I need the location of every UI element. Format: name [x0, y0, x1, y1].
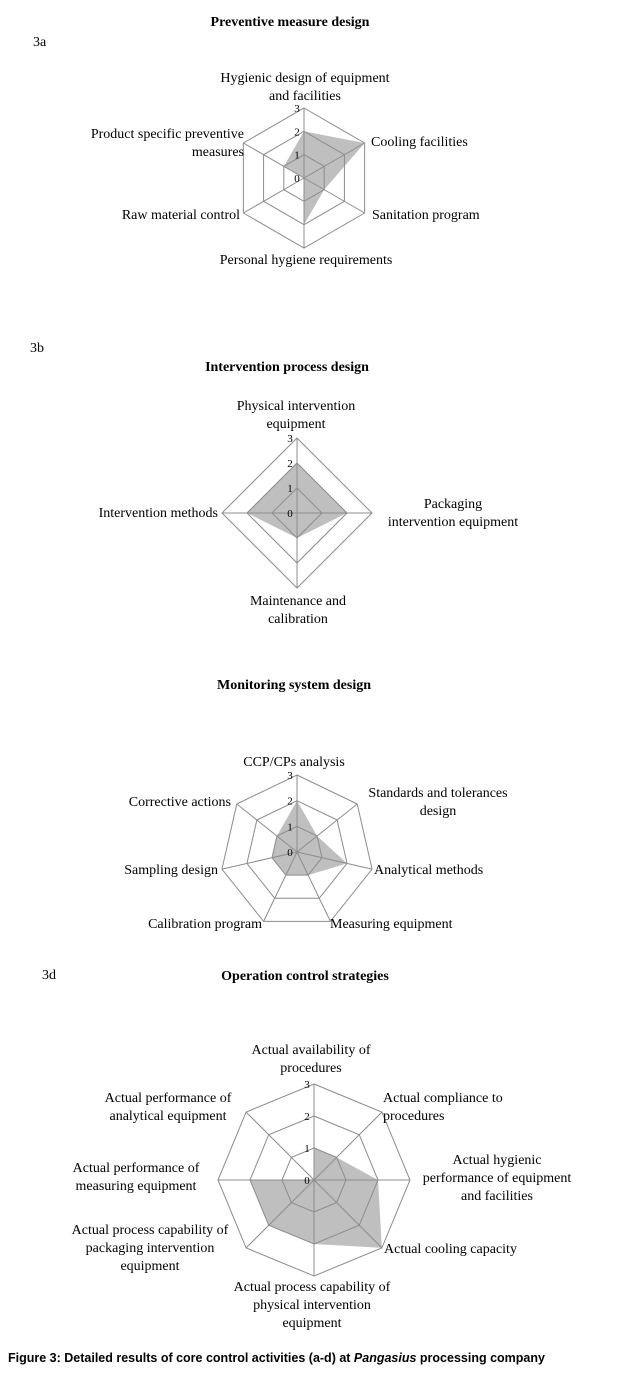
radar-spoke [245, 1179, 315, 1249]
radar-tick-label: 2 [287, 458, 293, 470]
radar-tick-label: 3 [287, 433, 293, 445]
caption-suffix: processing company [416, 1351, 545, 1365]
radar-axis-label: CCP/CPs analysis [243, 755, 345, 770]
radar-tick-label: 2 [304, 1111, 310, 1123]
chart-title: Preventive measure design [211, 15, 370, 30]
radar-axis-label: Raw material control [122, 208, 240, 223]
chart-title: Operation control strategies [221, 969, 389, 984]
radar-axis-label: Sampling design [124, 863, 218, 878]
panel-tag: 3a [33, 35, 47, 50]
radar-spoke [221, 851, 298, 870]
radar-spoke [236, 803, 298, 853]
radar-series-area [271, 800, 348, 876]
radar-grid-ring [246, 800, 348, 899]
radar-chart-4: 0 1 2 3 Operation control strategies 3dActual… [42, 968, 571, 1331]
radar-tick-label: 2 [287, 796, 293, 808]
radar-chart-2: 0 1 2 3 Intervention process design 3bPhysica… [30, 341, 518, 627]
radar-tick-label: 3 [287, 770, 293, 782]
chart-title: Monitoring system design [217, 678, 371, 693]
radar-axis-label: Calibration program [148, 917, 262, 932]
radar-axis-label: Cooling facilities [371, 135, 468, 150]
radar-spoke [313, 1111, 383, 1181]
radar-series-area [250, 1148, 382, 1248]
radar-spoke [245, 1111, 315, 1181]
radar-spoke [263, 851, 298, 922]
figure-caption: Figure 3: Detailed results of core contr… [8, 1351, 613, 1365]
chart-title: Intervention process design [205, 360, 369, 375]
caption-italic: Pangasius [353, 1351, 417, 1365]
radar-spoke [243, 177, 305, 214]
radar-spoke [313, 1179, 383, 1249]
radar-spoke [296, 803, 358, 853]
radar-axis-label: Sanitation program [372, 208, 480, 223]
panel-tag: 3b [30, 341, 44, 356]
radar-tick-label: 0 [304, 1175, 310, 1187]
radar-tick-label: 0 [287, 847, 293, 859]
radar-tick-label: 0 [294, 173, 300, 185]
radar-chart-1: 0 1 2 3 Preventive measure design 3aHygienic … [33, 15, 480, 268]
radar-axis-label: Intervention methods [99, 506, 218, 521]
radar-grid-ring [271, 825, 323, 876]
panel-tag: 3d [42, 968, 56, 983]
radar-tick-label: 1 [287, 821, 293, 833]
radar-tick-label: 3 [294, 103, 300, 115]
radar-axis-label: Corrective actions [129, 795, 231, 810]
radar-tick-label: 1 [304, 1143, 310, 1155]
radar-spoke [296, 851, 331, 922]
radar-spoke [303, 142, 365, 179]
radar-tick-label: 3 [304, 1079, 310, 1091]
radar-tick-label: 2 [294, 126, 300, 138]
radar-axis-label: Analytical methods [374, 863, 483, 878]
radar-axis-label: Actual cooling capacity [384, 1242, 517, 1257]
radar-axis-label: Personal hygiene requirements [220, 253, 393, 268]
radar-spoke [303, 177, 365, 214]
radar-axis-label: Measuring equipment [330, 917, 453, 932]
radar-spoke [296, 851, 373, 870]
radar-spoke [243, 142, 305, 179]
radar-tick-label: 1 [287, 483, 293, 495]
caption-prefix: Figure 3: Detailed results of core contr… [8, 1351, 354, 1365]
radar-tick-label: 0 [287, 508, 293, 520]
radar-tick-label: 1 [294, 150, 300, 162]
radar-grid-ring [221, 774, 373, 922]
